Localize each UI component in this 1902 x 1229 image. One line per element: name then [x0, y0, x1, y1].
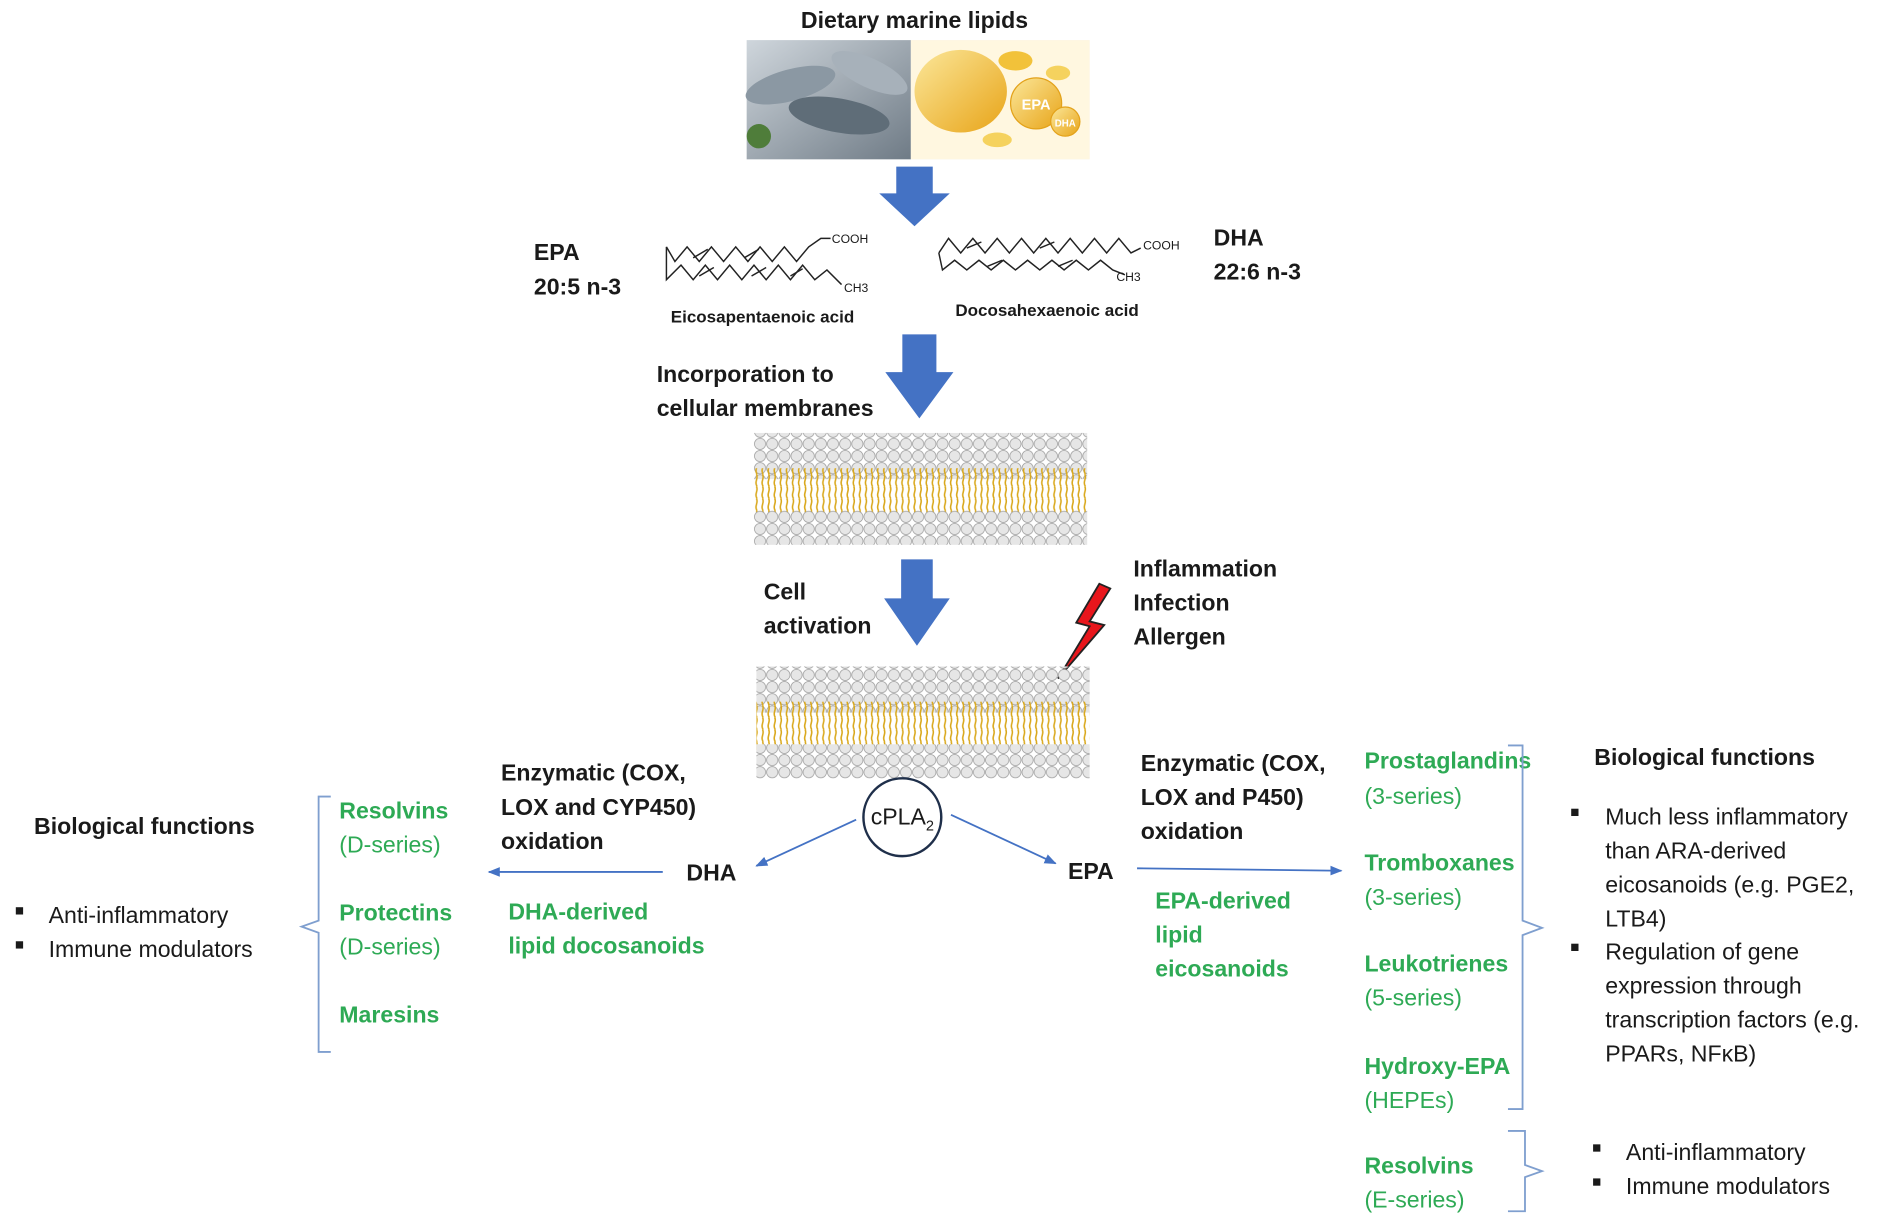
dha-product-protectins-series: (D-series)	[339, 934, 440, 960]
dha-abbrev: DHA	[1214, 225, 1264, 251]
epa-capsule-label: EPA	[1022, 97, 1051, 113]
epa-product-leukotrienes: Leukotrienes	[1364, 951, 1508, 977]
bullet-icon	[1593, 1144, 1601, 1152]
epa-functions-title: Biological functions	[1594, 744, 1815, 770]
dha-product-resolvins: Resolvins	[339, 797, 448, 823]
bullet-icon	[1571, 943, 1579, 951]
epa-product-prostaglandins-series: (3-series)	[1364, 783, 1462, 809]
epa-products-bracket	[1507, 744, 1545, 1110]
dha-function-2: Immune modulators	[49, 936, 253, 962]
dha-cooh: COOH	[1143, 238, 1179, 252]
epa-function-1-line3: eicosanoids (e.g. PGE2,	[1605, 872, 1854, 898]
epa-function-2-line2: expression through	[1605, 973, 1801, 999]
dha-product-maresins: Maresins	[339, 1002, 439, 1028]
diagram-title: Dietary marine lipids	[801, 7, 1028, 33]
epa-product-resolvins: Resolvins	[1364, 1153, 1473, 1179]
dha-product-protectins: Protectins	[339, 900, 452, 926]
epa-product-prostaglandins: Prostaglandins	[1364, 748, 1531, 774]
cpla2-label: cPLA2	[871, 804, 934, 835]
epa-to-products-arrow	[1137, 865, 1343, 876]
dha-ch3: CH3	[1116, 270, 1141, 284]
trigger-allergen: Allergen	[1133, 624, 1225, 650]
trigger-infection: Infection	[1133, 589, 1229, 615]
dha-derived-line2: lipid docosanoids	[508, 932, 704, 958]
dha-product-resolvins-series: (D-series)	[339, 831, 440, 857]
dha-products-bracket	[298, 795, 331, 1053]
dha-oxidation-line2: LOX and CYP450)	[501, 794, 696, 820]
epa-function-2-line1: Regulation of gene	[1605, 939, 1799, 965]
epa-derived-line2: lipid	[1155, 921, 1202, 947]
cell-membrane-2	[756, 666, 1090, 779]
arrow-to-dha	[755, 818, 857, 867]
dha-structure	[938, 237, 1142, 276]
epa-product-tromboxanes: Tromboxanes	[1364, 850, 1514, 876]
epa-derived-line3: eicosanoids	[1155, 956, 1288, 982]
arrow-to-epa	[950, 813, 1057, 865]
dha-functions-title: Biological functions	[34, 813, 255, 839]
bullet-icon	[15, 941, 24, 949]
epa-product-hydroxy-epa-series: (HEPEs)	[1364, 1087, 1454, 1113]
epa-function-2-line3: transcription factors (e.g.	[1605, 1007, 1859, 1033]
dha-oxidation-line3: oxidation	[501, 828, 604, 854]
epa-product-hydroxy-epa: Hydroxy-EPA	[1364, 1053, 1510, 1079]
dha-capsule-label: DHA	[1055, 118, 1076, 129]
resolvins-e-function-2: Immune modulators	[1626, 1173, 1830, 1199]
dha-oxidation-line1: Enzymatic (COX,	[501, 760, 686, 786]
dha-formula: 22:6 n-3	[1214, 259, 1301, 285]
trigger-inflammation: Inflammation	[1133, 555, 1277, 581]
epa-function-1-line2: than ARA-derived	[1605, 838, 1786, 864]
resolvins-e-function-1: Anti-inflammatory	[1626, 1139, 1806, 1165]
epa-ch3: CH3	[844, 281, 869, 295]
cell-membrane-1	[753, 432, 1088, 545]
epa-cooh: COOH	[832, 232, 868, 246]
epa-function-1-line4: LTB4)	[1605, 906, 1666, 932]
epa-formula: 20:5 n-3	[534, 273, 621, 299]
resolvins-e-bracket	[1507, 1130, 1545, 1213]
bullet-icon	[15, 907, 24, 915]
epa-product-leukotrienes-series: (5-series)	[1364, 985, 1462, 1011]
cpla2-enzyme-circle	[862, 777, 943, 858]
down-arrow-2	[885, 334, 954, 419]
down-arrow-3	[884, 559, 950, 646]
epa-oxidation-line2: LOX and P450)	[1141, 784, 1304, 810]
epa-product-tromboxanes-series: (3-series)	[1364, 884, 1462, 910]
epa-oxidation-line1: Enzymatic (COX,	[1141, 750, 1326, 776]
cell-activation-line1: Cell	[764, 579, 806, 605]
epa-structure	[665, 237, 843, 286]
down-arrow-1	[879, 166, 950, 227]
epa-full-name: Eicosapentaenoic acid	[671, 307, 854, 326]
cell-activation-line2: activation	[764, 613, 872, 639]
dha-function-1: Anti-inflammatory	[49, 902, 229, 928]
incorporation-label-line2: cellular membranes	[657, 395, 874, 421]
epa-function-2-line4: PPARs, NFκB)	[1605, 1041, 1756, 1067]
bullet-icon	[1571, 808, 1579, 817]
dha-full-name: Docosahexaenoic acid	[955, 301, 1138, 320]
dietary-source-image: EPA DHA	[745, 40, 1090, 160]
bullet-icon	[1593, 1178, 1601, 1186]
dha-derived-line1: DHA-derived	[508, 898, 648, 924]
dha-branch-label: DHA	[686, 859, 736, 885]
epa-product-resolvins-series: (E-series)	[1364, 1187, 1464, 1213]
epa-function-1-line1: Much less inflammatory	[1605, 804, 1848, 830]
incorporation-label-line1: Incorporation to	[657, 361, 834, 387]
epa-derived-line1: EPA-derived	[1155, 887, 1291, 913]
lightning-icon	[1057, 582, 1112, 680]
epa-branch-label: EPA	[1068, 858, 1114, 884]
epa-oxidation-line3: oxidation	[1141, 818, 1244, 844]
epa-abbrev: EPA	[534, 239, 580, 265]
